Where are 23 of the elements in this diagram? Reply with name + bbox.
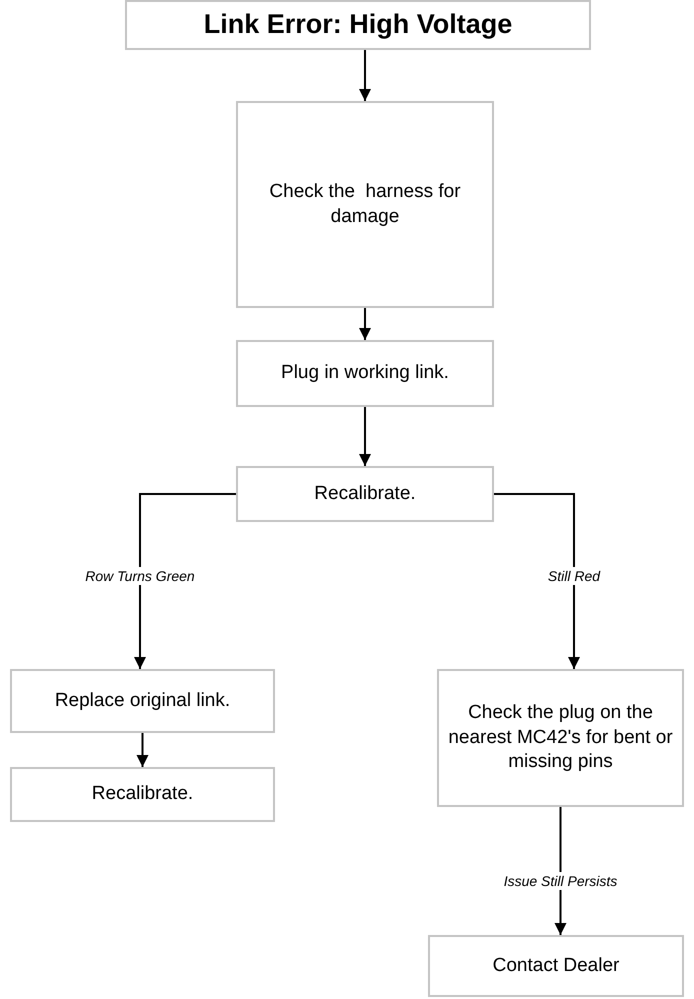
arrow: [134, 493, 236, 669]
arrow: [136, 733, 148, 767]
arrow: [359, 308, 371, 340]
step-text: Check the plug on the nearest MC42's for bent or missing pins: [447, 700, 674, 774]
process-box: [437, 669, 684, 807]
step-text: Contact Dealer: [492, 954, 620, 978]
step-text: Check the harness for damage: [268, 180, 462, 228]
process-box: [10, 767, 275, 822]
step-text: Recalibrate.: [92, 782, 194, 806]
title-text: Link Error: High Voltage: [204, 8, 512, 42]
arrow: [359, 407, 371, 466]
process-box: [10, 669, 275, 733]
process-box: [236, 340, 494, 407]
process-box: [236, 466, 494, 522]
step-text: Replace original link.: [54, 688, 230, 713]
title-box: [125, 0, 591, 50]
process-box: [428, 935, 684, 997]
arrow: [494, 493, 580, 669]
arrow: [359, 50, 371, 101]
step-text: Recalibrate.: [314, 482, 416, 506]
process-box: [236, 101, 494, 308]
step-text: Plug in working link.: [281, 361, 449, 386]
arrow: [554, 807, 566, 935]
